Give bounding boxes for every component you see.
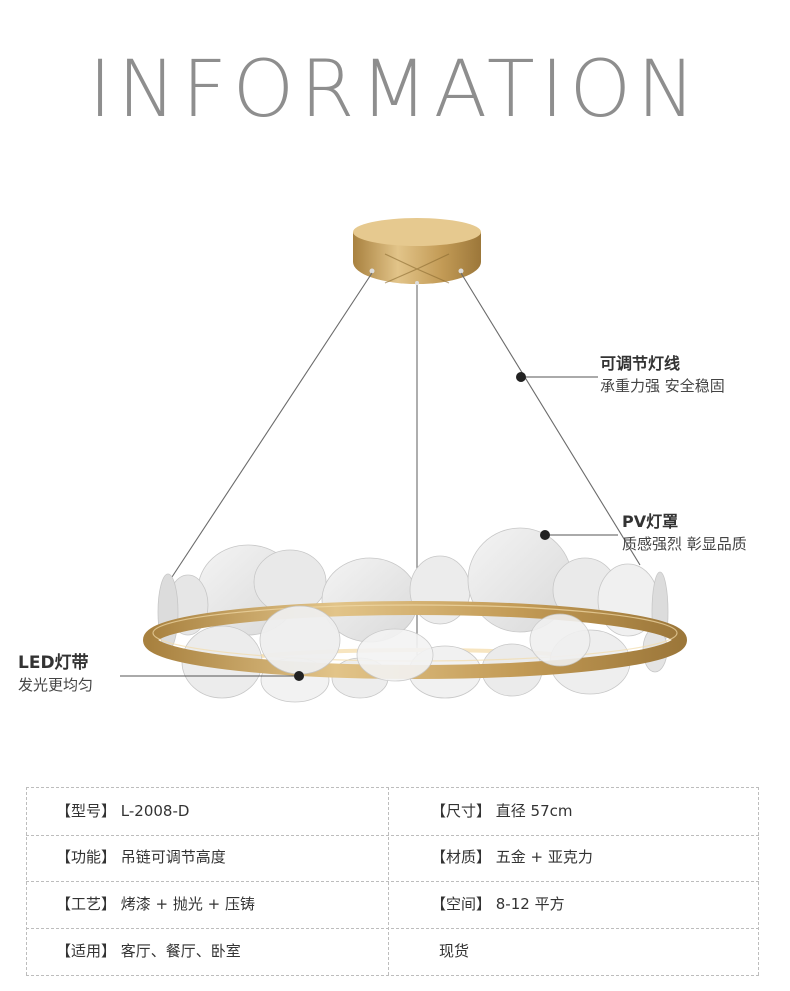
spec-row: 【型号】 L-2008-D 【尺寸】 直径 57cm	[26, 787, 759, 836]
spec-row: 【工艺】 烤漆 + 抛光 + 压铸 【空间】 8-12 平方	[26, 881, 759, 929]
spec-table: 【型号】 L-2008-D 【尺寸】 直径 57cm 【功能】 吊链可调节高度 …	[26, 787, 759, 976]
callout-cord-title: 可调节灯线	[600, 354, 681, 373]
callout-pointers	[120, 376, 618, 677]
callout-cord-desc: 承重力强 安全稳固	[600, 377, 725, 395]
ceiling-canopy	[353, 218, 481, 285]
pendant-lamp-illustration	[120, 218, 687, 703]
spec-cell-right: 现货	[439, 942, 470, 960]
spec-table-divider	[388, 787, 389, 975]
callout-dots	[294, 372, 550, 681]
spec-row: 【功能】 吊链可调节高度 【材质】 五金 + 亚克力	[26, 834, 759, 882]
callout-shade-title: PV灯罩	[622, 512, 679, 531]
callout-led-title: LED灯带	[18, 653, 89, 673]
callout-cord: 可调节灯线 承重力强 安全稳固	[600, 353, 725, 397]
callout-led-desc: 发光更均匀	[18, 676, 94, 694]
pv-lampshade-front-discs	[259, 605, 591, 682]
spec-cell-right: 【空间】 8-12 平方	[431, 895, 565, 913]
spec-cell-left: 【型号】 L-2008-D	[56, 802, 190, 820]
callout-shade: PV灯罩 质感强烈 彰显品质	[622, 511, 747, 555]
spec-table-border-left	[26, 787, 27, 975]
spec-cell-left: 【功能】 吊链可调节高度	[56, 848, 226, 866]
callout-shade-desc: 质感强烈 彰显品质	[622, 535, 747, 553]
spec-cell-left: 【工艺】 烤漆 + 抛光 + 压铸	[56, 895, 255, 913]
spec-cell-right: 【尺寸】 直径 57cm	[431, 802, 573, 820]
spec-table-border-right	[758, 787, 759, 975]
page-title: INFORMATION	[88, 45, 702, 135]
spec-row: 【适用】 客厅、餐厅、卧室 现货	[26, 928, 759, 976]
spec-cell-left: 【适用】 客厅、餐厅、卧室	[56, 942, 241, 960]
callout-led: LED灯带 发光更均匀	[18, 652, 93, 696]
spec-cell-right: 【材质】 五金 + 亚克力	[431, 848, 593, 866]
